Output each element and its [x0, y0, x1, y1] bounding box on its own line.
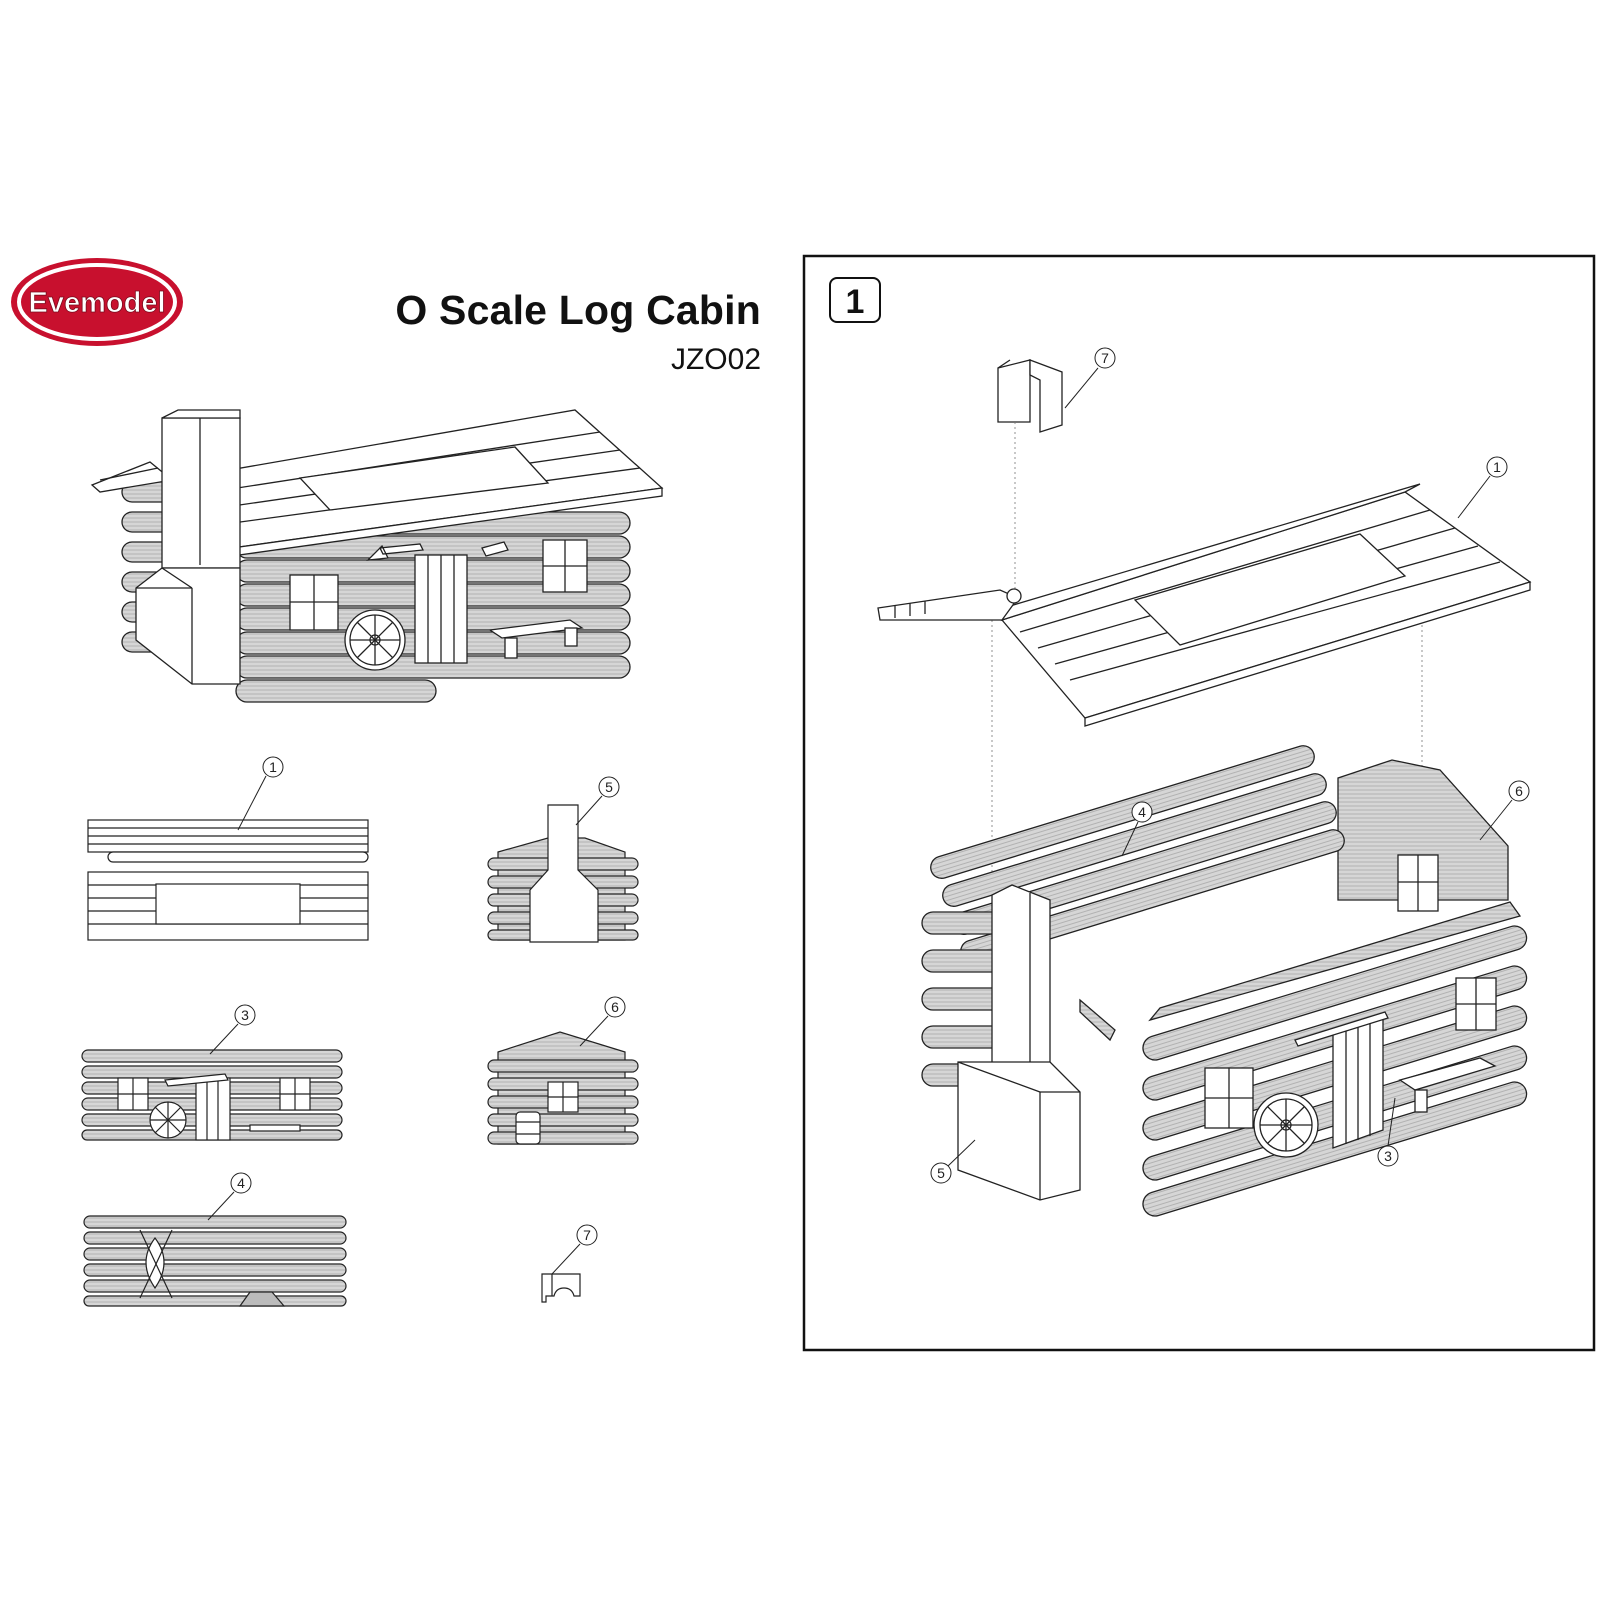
- callout-step-4: 4: [1138, 804, 1146, 820]
- exploded-chimney: [957, 884, 1116, 1201]
- wagon-wheel: [344, 609, 406, 671]
- exploded-chimney-cap: [997, 359, 1063, 433]
- evemodel-logo: Evemodel: [10, 257, 185, 347]
- callout-part-4: 4: [237, 1175, 245, 1191]
- assembled-cabin-illustration: [90, 409, 664, 703]
- callout-step-7: 7: [1101, 350, 1109, 366]
- callout-part-7: 7: [583, 1227, 591, 1243]
- part-5-chimney-end-flat: [487, 804, 639, 943]
- exploded-front-wall: [1142, 901, 1528, 1217]
- part-1-roof-flat: [87, 819, 369, 941]
- part-3-front-wall-flat: [81, 1049, 343, 1141]
- callout-part-1: 1: [269, 759, 277, 775]
- step-number: 1: [846, 283, 865, 321]
- parts-callouts: [207, 756, 626, 1275]
- model-code: JZO02: [670, 343, 761, 376]
- logo-text: Evemodel: [29, 287, 166, 319]
- exploded-view: [877, 359, 1532, 1217]
- callout-part-5: 5: [605, 779, 613, 795]
- callout-part-3: 3: [241, 1007, 249, 1023]
- callout-step-5: 5: [937, 1165, 945, 1181]
- callout-part-6: 6: [611, 999, 619, 1015]
- bench: [488, 619, 584, 659]
- roof: [90, 409, 664, 557]
- part-7-chimney-cap-flat: [541, 1273, 581, 1303]
- part-6-side-wall-flat: [487, 1031, 639, 1145]
- step-number-box: [829, 277, 881, 323]
- chimney: [135, 409, 241, 685]
- exploded-side-wall: [1337, 759, 1509, 912]
- door: [414, 554, 468, 664]
- callout-step-3: 3: [1384, 1148, 1392, 1164]
- page-title: O Scale Log Cabin: [395, 287, 761, 333]
- exploded-roof: [877, 483, 1532, 727]
- callout-step-6: 6: [1515, 783, 1523, 799]
- step-callouts: [930, 347, 1530, 1184]
- front-windows: [289, 539, 588, 631]
- part-4-back-wall-flat: [83, 1215, 347, 1307]
- callout-step-1: 1: [1493, 459, 1501, 475]
- step-panel: [802, 254, 1596, 1352]
